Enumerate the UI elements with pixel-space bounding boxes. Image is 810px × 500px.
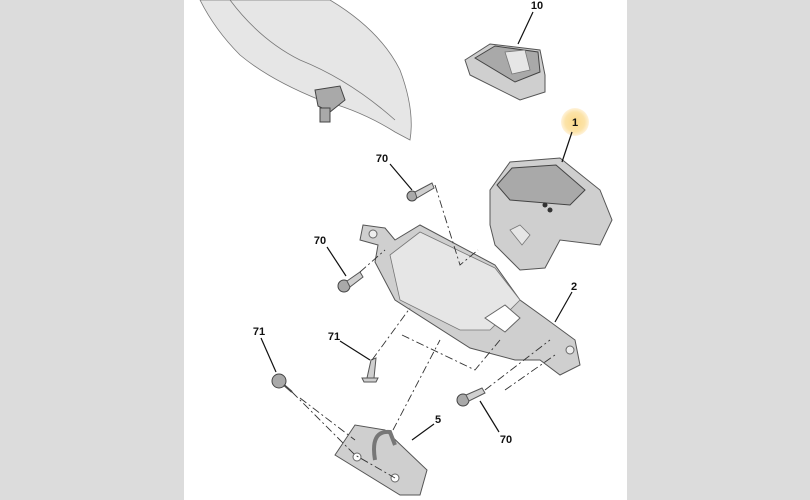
part-10-switch[interactable]	[464, 43, 546, 101]
callout-70-top[interactable]: 70	[376, 153, 388, 165]
callout-5[interactable]: 5	[435, 414, 441, 426]
bolt-70-bottom[interactable]	[456, 387, 486, 407]
callout-1[interactable]: 1	[572, 117, 578, 129]
bolt-70-left[interactable]	[337, 271, 364, 293]
bolt-71-left[interactable]	[271, 373, 293, 393]
tailgate-body-illustration	[199, 0, 412, 141]
bolt-70-top[interactable]	[406, 182, 435, 202]
part-2-bracket[interactable]	[359, 224, 581, 376]
part-5-striker[interactable]	[334, 424, 428, 496]
callout-2[interactable]: 2	[571, 281, 577, 293]
callout-10[interactable]: 10	[531, 0, 543, 12]
part-1-lock[interactable]	[489, 157, 613, 271]
callout-71-mid[interactable]: 71	[328, 331, 340, 343]
highlight-marker	[561, 108, 589, 136]
bolt-71-mid[interactable]	[361, 357, 379, 383]
callout-70-bottom[interactable]: 70	[500, 434, 512, 446]
callout-71-left[interactable]: 71	[253, 326, 265, 338]
callout-70-left[interactable]: 70	[314, 235, 326, 247]
assembly-lines	[291, 184, 556, 479]
leader-lines	[260, 11, 573, 441]
